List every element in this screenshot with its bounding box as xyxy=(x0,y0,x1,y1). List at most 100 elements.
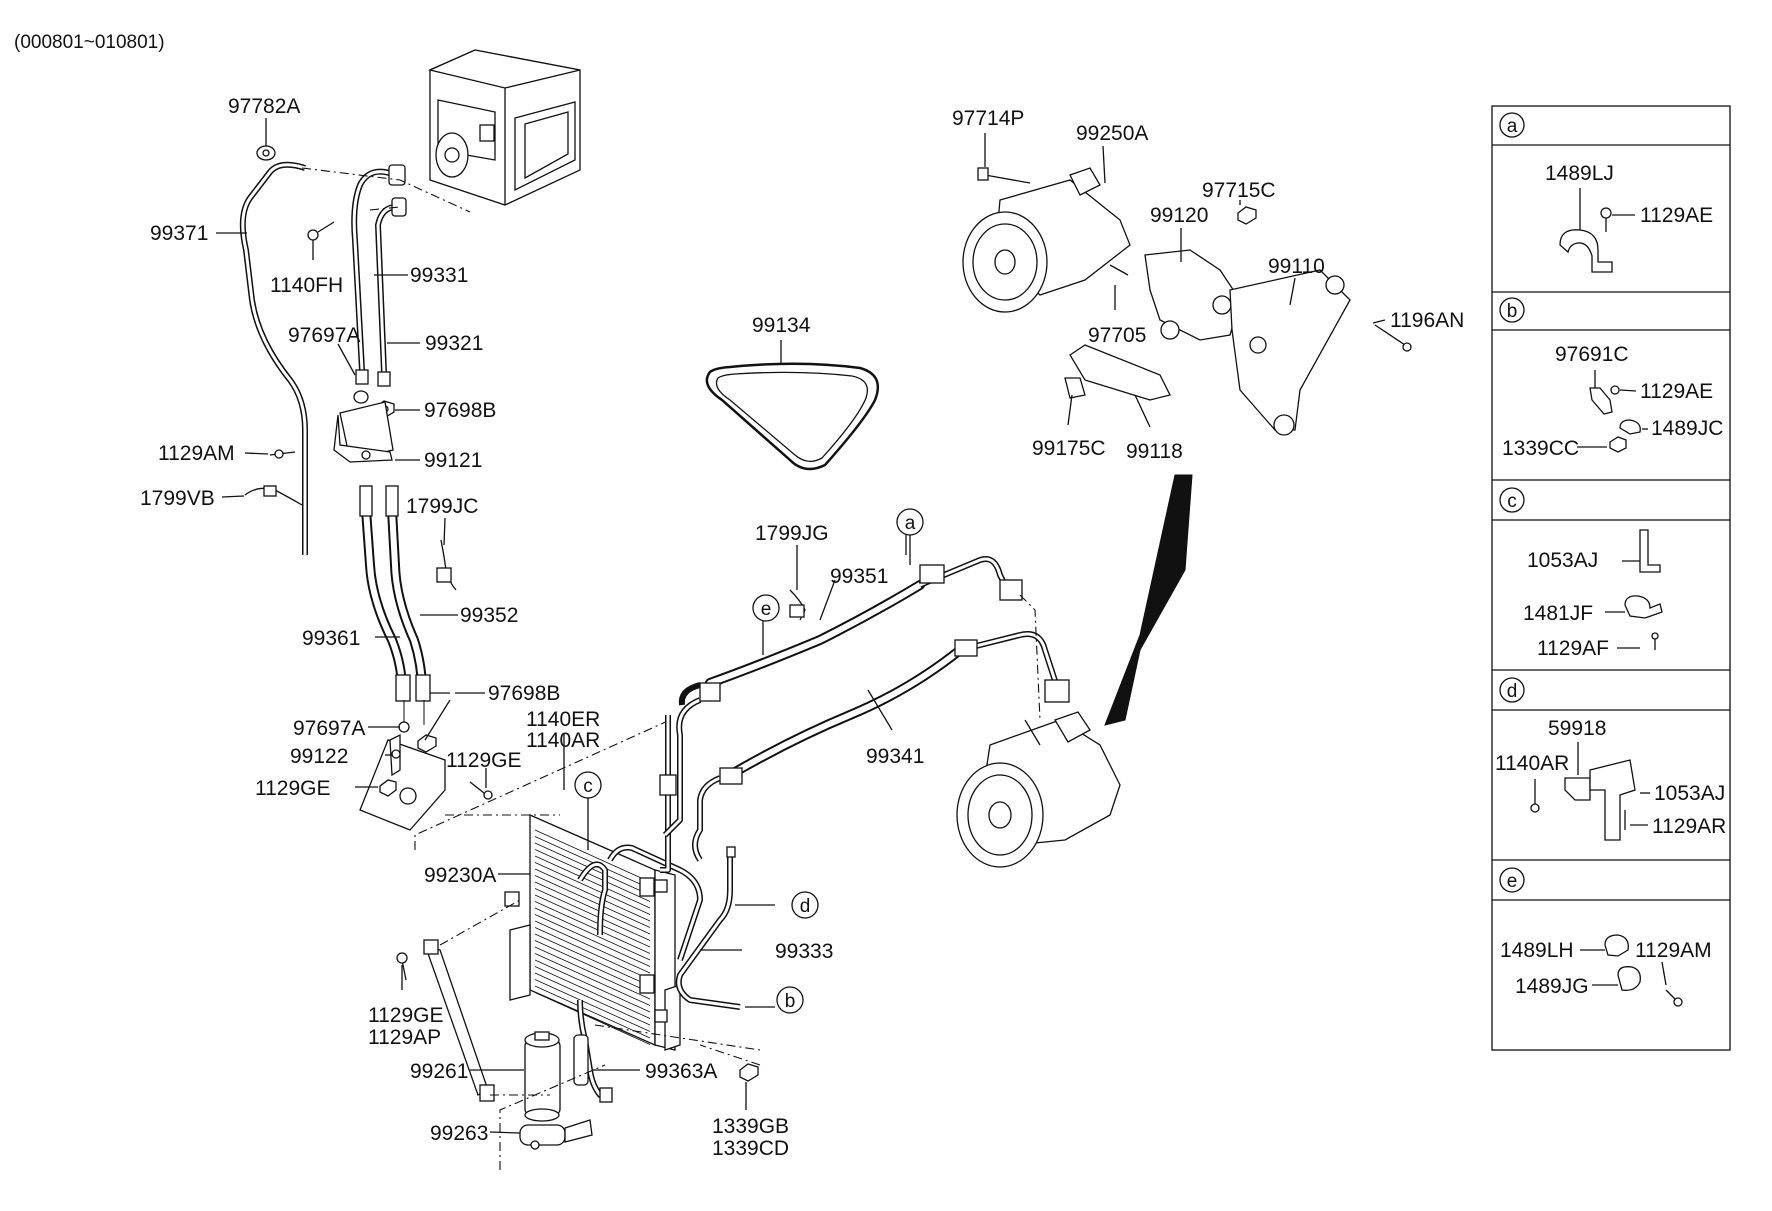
label-1129AM: 1129AM xyxy=(158,442,235,465)
condenser-fin xyxy=(534,849,651,902)
part-labels: 97782A 99371 1140FH 99331 97697A 99321 9… xyxy=(140,95,1464,1160)
panel-b-part-2: 1129AE xyxy=(1640,380,1713,403)
condenser-fin xyxy=(534,875,651,928)
callout-e: e xyxy=(752,594,780,622)
label-1129AP: 1129AP xyxy=(368,1026,441,1049)
label-1799VB: 1799VB xyxy=(140,487,215,510)
panel-b-part-4: 1339CC xyxy=(1502,437,1579,460)
condenser-fin xyxy=(534,862,651,915)
label-97782A: 97782A xyxy=(228,95,300,118)
panel-c-part-1: 1053AJ xyxy=(1527,549,1598,572)
label-99371: 99371 xyxy=(150,222,208,245)
label-99134: 99134 xyxy=(752,314,811,337)
label-99352: 99352 xyxy=(460,604,518,627)
label-97698B-top: 97698B xyxy=(424,399,496,422)
label-99363A: 99363A xyxy=(645,1060,717,1083)
condenser-fin xyxy=(534,914,651,967)
condenser-fin xyxy=(534,881,651,935)
compressor-brackets xyxy=(1064,249,1412,436)
label-1339CD: 1339CD xyxy=(712,1137,789,1160)
panel-d-part-2: 1140AR xyxy=(1495,752,1569,775)
label-1799JC: 1799JC xyxy=(406,495,478,518)
label-99118: 99118 xyxy=(1126,440,1183,463)
condenser-fin xyxy=(534,940,651,993)
condenser-bracket xyxy=(396,899,761,1102)
panel-b-part-3: 1489JC xyxy=(1651,417,1723,440)
evaporator-fasteners xyxy=(244,145,395,506)
evaporator-unit xyxy=(427,49,581,206)
hoses-99361-99352 xyxy=(359,485,457,753)
label-99261: 99261 xyxy=(410,1060,468,1083)
label-99361: 99361 xyxy=(302,627,360,650)
condenser-fin xyxy=(534,933,651,987)
label-97697A-mid: 97697A xyxy=(293,717,365,740)
callout-a: a xyxy=(896,508,924,565)
panel-e-part-1: 1489LH xyxy=(1500,939,1574,962)
condenser-fin xyxy=(534,927,651,980)
svg-text:a: a xyxy=(905,513,916,534)
label-97714P: 97714P xyxy=(952,107,1024,130)
compressor-bottom xyxy=(956,711,1121,868)
date-range-label: (000801~010801) xyxy=(14,32,165,53)
label-99263: 99263 xyxy=(430,1122,488,1145)
label-97715C: 97715C xyxy=(1202,179,1276,202)
label-99175C: 99175C xyxy=(1032,437,1106,460)
panel-c-part-2: 1481JF xyxy=(1523,602,1593,625)
svg-text:e: e xyxy=(761,599,772,620)
condenser-fin xyxy=(534,979,651,1032)
label-99250A: 99250A xyxy=(1076,122,1148,145)
label-99331: 99331 xyxy=(410,264,468,287)
label-1129GE-a: 1129GE xyxy=(446,749,522,772)
compressor-top xyxy=(962,167,1257,313)
panel-c-letter: c xyxy=(1507,491,1517,512)
condenser-fin xyxy=(534,901,651,954)
label-1140ER: 1140ER xyxy=(526,708,600,731)
evaporator-lines xyxy=(239,161,471,555)
leader-lines xyxy=(216,118,1386,1134)
panel-a-part-2: 1129AE xyxy=(1640,204,1713,227)
condenser-fin xyxy=(534,985,651,1039)
callout-d: d xyxy=(791,891,819,919)
panel-e-letter: e xyxy=(1507,871,1518,892)
label-1129GE-c: 1129GE xyxy=(368,1004,444,1027)
label-99351: 99351 xyxy=(830,565,888,588)
panel-e-part-3: 1489JG xyxy=(1515,975,1589,998)
hoses-99351-99341 xyxy=(659,556,1070,873)
condenser-fin xyxy=(534,868,651,922)
label-1140AR: 1140AR xyxy=(526,729,600,752)
panel-b-part-1: 97691C xyxy=(1555,343,1629,366)
label-1140FH: 1140FH xyxy=(270,274,343,297)
panel-d-part-4: 1129AR xyxy=(1652,815,1726,838)
condenser-fin xyxy=(534,920,651,974)
label-99321: 99321 xyxy=(425,332,483,355)
condenser-fin xyxy=(534,972,651,1026)
label-99341: 99341 xyxy=(866,745,924,768)
drive-belt xyxy=(705,362,880,471)
condenser-fin xyxy=(534,992,651,1045)
condenser xyxy=(504,814,681,1051)
svg-text:d: d xyxy=(800,896,811,917)
callout-c: c xyxy=(574,771,602,799)
label-99110: 99110 xyxy=(1268,255,1325,278)
label-1129GE-b: 1129GE xyxy=(255,777,331,800)
connector-wedge xyxy=(1104,474,1193,726)
panel-a-letter: a xyxy=(1507,116,1518,137)
label-1196AN: 1196AN xyxy=(1390,309,1464,332)
label-97698B-mid: 97698B xyxy=(488,682,560,705)
detail-panels: a 1489LJ 1129AE b 97691C 1129AE 1489JC 1… xyxy=(1491,105,1731,1051)
label-99333: 99333 xyxy=(775,940,833,963)
bracket-99122 xyxy=(359,719,671,850)
panel-d-part-3: 1053AJ xyxy=(1654,782,1725,805)
condenser-fin xyxy=(534,888,651,941)
condenser-lines xyxy=(573,844,741,1103)
label-97697A-top: 97697A xyxy=(288,324,360,347)
label-99122: 99122 xyxy=(290,745,348,768)
label-99121: 99121 xyxy=(424,449,482,472)
panel-e-part-2: 1129AM xyxy=(1635,939,1712,962)
condenser-fin xyxy=(534,946,651,1000)
panel-d-letter: d xyxy=(1507,681,1518,702)
condenser-fin xyxy=(534,953,651,1006)
svg-text:c: c xyxy=(583,776,593,797)
label-99230A: 99230A xyxy=(424,864,496,887)
